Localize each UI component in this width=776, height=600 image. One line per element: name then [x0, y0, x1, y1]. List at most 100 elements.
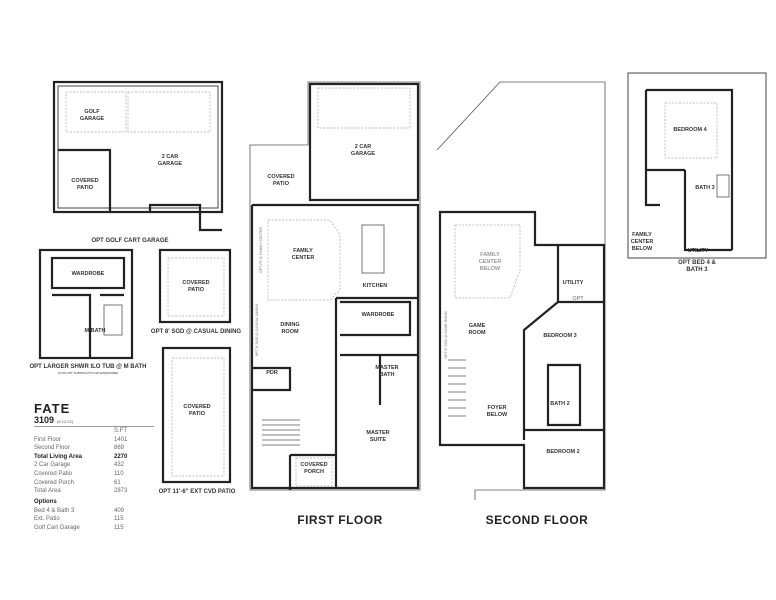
room-label: M BATH [85, 328, 106, 334]
area-value: 869 [114, 445, 125, 452]
opt-bed4-bath3: BEDROOM 4 BATH 3 FAMILY CENTER BELOW UTI… [627, 72, 767, 273]
opt-golf-cart-garage: GOLF GARAGE 2 CAR GARAGE COVERED PATIO O… [52, 80, 224, 244]
area-value: 2270 [114, 453, 128, 460]
area-value: 61 [114, 479, 121, 486]
option-note: OPT 8' SGD @ GAME ROOM [444, 311, 448, 358]
room-label: UTILITY [563, 280, 584, 286]
room-label: BATH [380, 372, 395, 378]
room-label: FAMILY [293, 248, 313, 254]
room-label: GARAGE [158, 161, 182, 167]
room-label: 2 CAR [162, 154, 179, 160]
room-label: MASTER [375, 365, 398, 371]
room-label: DINING [280, 322, 299, 328]
area-label: Covered Porch [34, 479, 75, 486]
room-label: PATIO [273, 181, 290, 187]
opt-sgd-casual-dining: COVERED PATIO OPT 8' SGD @ CASUAL DINING [151, 248, 242, 335]
room-label: WARDROBE [362, 312, 395, 318]
plan-date: (6.13.22) [57, 419, 74, 424]
option-caption: OPT 11'-6" EXT CVD PATIO [159, 489, 236, 495]
room-label: COVERED [71, 178, 98, 184]
room-label: GARAGE [80, 116, 104, 122]
room-label: COVERED [182, 280, 209, 286]
first-floor-title: FIRST FLOOR [297, 513, 383, 527]
area-row: Ext. Patio 115 [34, 515, 154, 524]
option-caption: OPT BED 4 & [678, 260, 716, 266]
area-value: 432 [114, 462, 125, 469]
area-label: Bed 4 & Bath 3 [34, 507, 75, 514]
plan-number: 3109 [34, 415, 55, 425]
room-label: BEDROOM 3 [543, 333, 576, 339]
unit-header: S.FT [114, 428, 127, 434]
area-row: First Floor 1401 [34, 436, 154, 445]
room-label: GAME [469, 323, 486, 329]
plan-name: FATE [34, 401, 71, 416]
room-label: FAMILY [632, 232, 652, 238]
room-label: BELOW [480, 266, 501, 272]
room-label: UTILITY [688, 248, 709, 254]
area-value: 2873 [114, 488, 128, 495]
area-label: Total Area [34, 488, 61, 495]
option-subcaption: (THIS OPT SUBTRACTS FOR WARDROBE) [58, 371, 118, 375]
area-label: Ext. Patio [34, 516, 60, 523]
option-note: OPT 8' SGD @ CASUAL DINING [255, 303, 259, 356]
area-row: 2 Car Garage 432 [34, 461, 154, 470]
room-label: CENTER [479, 259, 502, 265]
area-row: Covered Patio 110 [34, 470, 154, 479]
area-label: 2 Car Garage [34, 462, 71, 469]
room-label: COVERED [300, 462, 327, 468]
room-label: COVERED [183, 404, 210, 410]
area-label: Golf Cart Garage [34, 524, 80, 531]
second-floor-title: SECOND FLOOR [486, 513, 589, 527]
room-label: PDR [266, 370, 278, 376]
area-row: Second Floor 869 [34, 444, 154, 453]
area-row: Bed 4 & Bath 3 409 [34, 507, 154, 516]
room-label: PATIO [77, 185, 94, 191]
room-label: 2 CAR [355, 144, 372, 150]
room-label: CENTER [292, 255, 315, 261]
area-label: Total Living Area [34, 453, 83, 460]
room-label: ROOM [281, 329, 299, 335]
option-caption: OPT 8' SGD @ CASUAL DINING [151, 329, 242, 335]
room-label: CENTER [631, 239, 654, 245]
room-label: GARAGE [351, 151, 375, 157]
area-value: 115 [114, 524, 124, 531]
room-label: ROOM [468, 330, 486, 336]
room-label: SUITE [370, 437, 387, 443]
area-label: First Floor [34, 436, 61, 443]
room-label: OPT [572, 296, 584, 302]
option-caption: BATH 3 [686, 267, 708, 273]
first-floor-plan: 2 CAR GARAGE COVERED PATIO FAMILY CENTER… [249, 81, 421, 527]
area-value: 1401 [114, 436, 128, 443]
room-label: BATH 2 [550, 401, 569, 407]
area-row: Covered Porch 61 [34, 479, 154, 488]
room-label: GOLF [84, 109, 100, 115]
room-label: BATH 3 [695, 185, 714, 191]
room-label: BELOW [487, 412, 508, 418]
room-label: MASTER [366, 430, 389, 436]
option-note: OPT FP @ FAMILY CENTER [259, 227, 263, 273]
room-label: PATIO [189, 411, 206, 417]
area-label: Covered Patio [34, 470, 73, 477]
options-header: Options [34, 498, 57, 505]
room-label: WARDROBE [72, 271, 105, 277]
area-value: 110 [114, 470, 124, 477]
area-value: 115 [114, 516, 124, 523]
room-label: FOYER [488, 405, 507, 411]
area-row: Total Area 2873 [34, 487, 154, 496]
area-value: 409 [114, 507, 125, 514]
option-caption: OPT LARGER SHWR ILO TUB @ M BATH [29, 364, 146, 370]
option-caption: OPT GOLF CART GARAGE [92, 238, 169, 244]
room-label: COVERED [267, 174, 294, 180]
opt-ext-covered-patio: COVERED PATIO OPT 11'-6" EXT CVD PATIO [159, 346, 236, 495]
room-label: BELOW [632, 246, 653, 252]
room-label: KITCHEN [363, 283, 387, 289]
opt-larger-shower: WARDROBE M BATH OPT LARGER SHWR ILO TUB … [29, 248, 147, 375]
area-row: Golf Cart Garage 115 [34, 524, 154, 533]
room-label: BEDROOM 4 [673, 127, 707, 133]
room-label: FAMILY [480, 252, 500, 258]
area-label: Second Floor [34, 445, 70, 452]
room-label: PATIO [188, 287, 205, 293]
area-row: Total Living Area 2270 [34, 453, 154, 462]
